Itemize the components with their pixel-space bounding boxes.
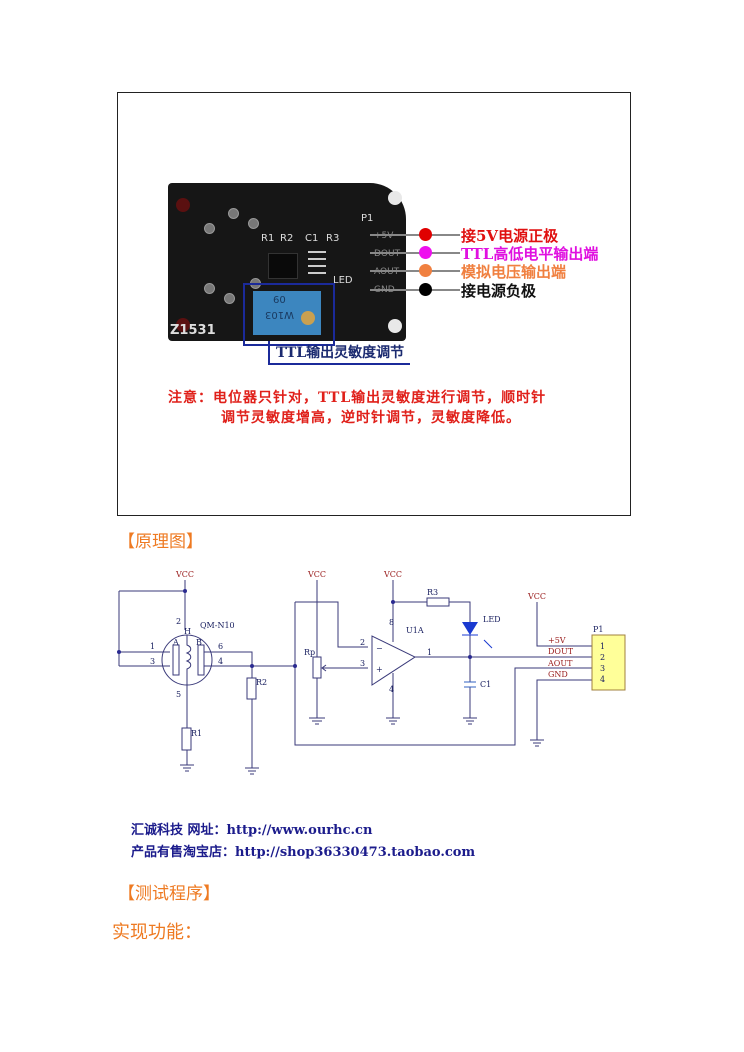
- mounting-hole: [176, 198, 190, 212]
- aout-pin-marker: [419, 264, 432, 277]
- silk-p1: P1: [361, 213, 374, 224]
- pin-label: H: [184, 627, 191, 636]
- silk-r2: R2: [280, 233, 294, 244]
- silk-pin: DOUT: [374, 249, 401, 259]
- silk-led: LED: [333, 275, 353, 286]
- label-gnd: 接电源负极: [461, 282, 537, 300]
- pot-marking: 09: [273, 293, 286, 304]
- pin-label: B: [196, 638, 202, 647]
- r3-label: R3: [427, 588, 438, 597]
- mounting-hole: [176, 318, 190, 332]
- plus-label: +: [376, 665, 383, 674]
- pin-label: 4: [389, 685, 394, 694]
- gnd-pin-marker: [419, 283, 432, 296]
- label-ttl-output: TTL高低电平输出端: [461, 245, 599, 263]
- pin-label: 2: [360, 638, 365, 647]
- signal-label: GND: [548, 670, 568, 679]
- pot-callout: TTL输出灵敏度调节: [268, 341, 411, 365]
- led-label: LED: [483, 615, 501, 624]
- schematic-diagram: VCC VCC VCC VCC +5V DOUT AOUT GND QM-N10…: [117, 570, 626, 775]
- silk-pin: AOUT: [374, 267, 400, 277]
- r2-label: R2: [256, 678, 267, 687]
- note-line-2: 调节灵敏度增高，逆时针调节，灵敏度降低。: [221, 410, 521, 426]
- u1a-label: U1A: [406, 626, 424, 635]
- pin-label: 4: [218, 657, 223, 666]
- pin-label: 2: [176, 617, 181, 626]
- pin-label: 3: [150, 657, 155, 666]
- r1-label: R1: [191, 729, 202, 738]
- section-heading-test-program: 【测试程序】: [118, 884, 220, 904]
- vcc-label: VCC: [175, 570, 194, 579]
- pin-label: 6: [218, 642, 223, 651]
- pin-label: 8: [389, 618, 394, 627]
- section-heading-schematic: 【原理图】: [118, 532, 203, 552]
- c1-label: C1: [480, 680, 491, 689]
- rp-label: Rp: [304, 648, 315, 657]
- dout-pin-marker: [419, 246, 432, 259]
- led-diode-icon: [462, 622, 478, 635]
- label-analog-output: 模拟电压输出端: [461, 263, 567, 281]
- signal-label: DOUT: [548, 647, 574, 656]
- pin-label: 5: [176, 690, 181, 699]
- conn-pin: 2: [600, 653, 605, 662]
- pot-screw-icon: [301, 311, 315, 325]
- label-5v-positive: 接5V电源正极: [461, 227, 559, 245]
- pin-label: 3: [360, 659, 365, 668]
- silk-board-id: Z1531: [170, 323, 216, 338]
- p1-label: P1: [593, 625, 603, 634]
- conn-pin: 4: [600, 675, 605, 684]
- conn-pin: 3: [600, 664, 605, 673]
- connector-p1: [591, 634, 626, 691]
- signal-label: AOUT: [547, 659, 573, 668]
- vcc-label: VCC: [307, 570, 326, 579]
- silk-pin: +5V: [374, 231, 394, 241]
- mounting-hole: [388, 319, 402, 333]
- function-heading: 实现功能：: [112, 922, 202, 943]
- silk-r3: R3: [326, 233, 340, 244]
- sensor-label: QM-N10: [200, 621, 235, 630]
- vcc-label: VCC: [527, 592, 546, 601]
- mounting-hole: [388, 191, 402, 205]
- sensitivity-potentiometer: 09 W103: [243, 283, 335, 346]
- silk-c1: C1: [305, 233, 319, 244]
- shop-url-line: 产品有售淘宝店：http://shop36330473.taobao.com: [131, 845, 476, 860]
- pin-label: A: [172, 638, 179, 647]
- pin-label: 1: [150, 642, 155, 651]
- pin-label: 1: [427, 648, 432, 657]
- minus-label: −: [376, 644, 383, 653]
- conn-pin: 1: [600, 642, 605, 651]
- note-line-1: 注意：电位器只针对，TTL输出灵敏度进行调节，顺时针: [168, 390, 547, 406]
- pot-marking: W103: [265, 309, 294, 320]
- company-website-line: 汇诚科技 网址：http://www.ourhc.cn: [131, 823, 373, 838]
- vcc-label: VCC: [383, 570, 402, 579]
- silk-r1: R1: [261, 233, 275, 244]
- vcc-pin-marker: [419, 228, 432, 241]
- signal-label: +5V: [548, 636, 566, 645]
